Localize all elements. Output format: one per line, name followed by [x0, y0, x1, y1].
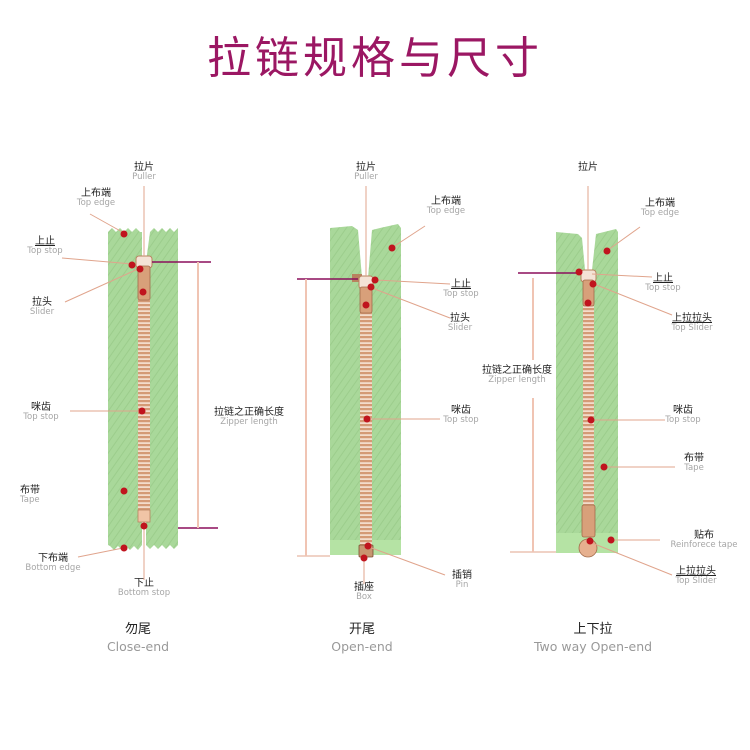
label-teeth: 咪齿 Top stop [665, 405, 701, 425]
label-top-edge: 上布端 Top edge [426, 196, 466, 216]
label-bottom-edge: 下布端 Bottom edge [25, 553, 81, 573]
page-title: 拉链规格与尺寸 [207, 33, 543, 84]
label-slider: 拉头 Slider [29, 297, 55, 317]
zipper-two-way-open-end [510, 186, 675, 576]
label-bottom-slider: 上拉拉头 Top Slider [675, 566, 717, 586]
label-puller: 拉片 [578, 162, 598, 173]
label-puller: 拉片 Puller [132, 162, 156, 182]
caption-two-way-open-end: 上下拉 Two way Open-end [533, 622, 653, 654]
label-top-stop: 上止 Top stop [27, 236, 63, 256]
label-tape: 布带 Tape [20, 485, 40, 505]
label-top-stop: 上止 Top stop [645, 273, 681, 293]
zipper-open-end [297, 186, 451, 584]
label-pin: 插销 Pin [452, 570, 472, 590]
label-top-edge: 上布端 Top edge [76, 188, 116, 208]
label-zipper-length: 拉链之正确长度 Zipper length [482, 365, 552, 385]
label-puller: 拉片 Puller [354, 162, 378, 182]
label-zipper-length: 拉链之正确长度 Zipper length [214, 407, 284, 427]
label-top-stop: 上止 Top stop [443, 279, 479, 299]
label-slider: 拉头 Slider [447, 313, 473, 333]
caption-open-end: 开尾 Open-end [331, 622, 393, 654]
label-box: 插座 Box [354, 582, 374, 602]
zipper-close-end [61, 186, 218, 580]
label-teeth: 咪齿 Top stop [23, 402, 59, 422]
label-teeth: 咪齿 Top stop [443, 405, 479, 425]
label-bottom-stop: 下止 Bottom stop [117, 578, 171, 598]
label-tape: 布带 Tape [684, 453, 704, 473]
label-top-edge: 上布端 Top edge [640, 198, 680, 218]
caption-close-end: 勿尾 Close-end [106, 622, 170, 654]
label-reinforce-tape: 贴布 Reinforece tape [670, 530, 738, 550]
label-top-slider: 上拉拉头 Top Slider [671, 313, 713, 333]
